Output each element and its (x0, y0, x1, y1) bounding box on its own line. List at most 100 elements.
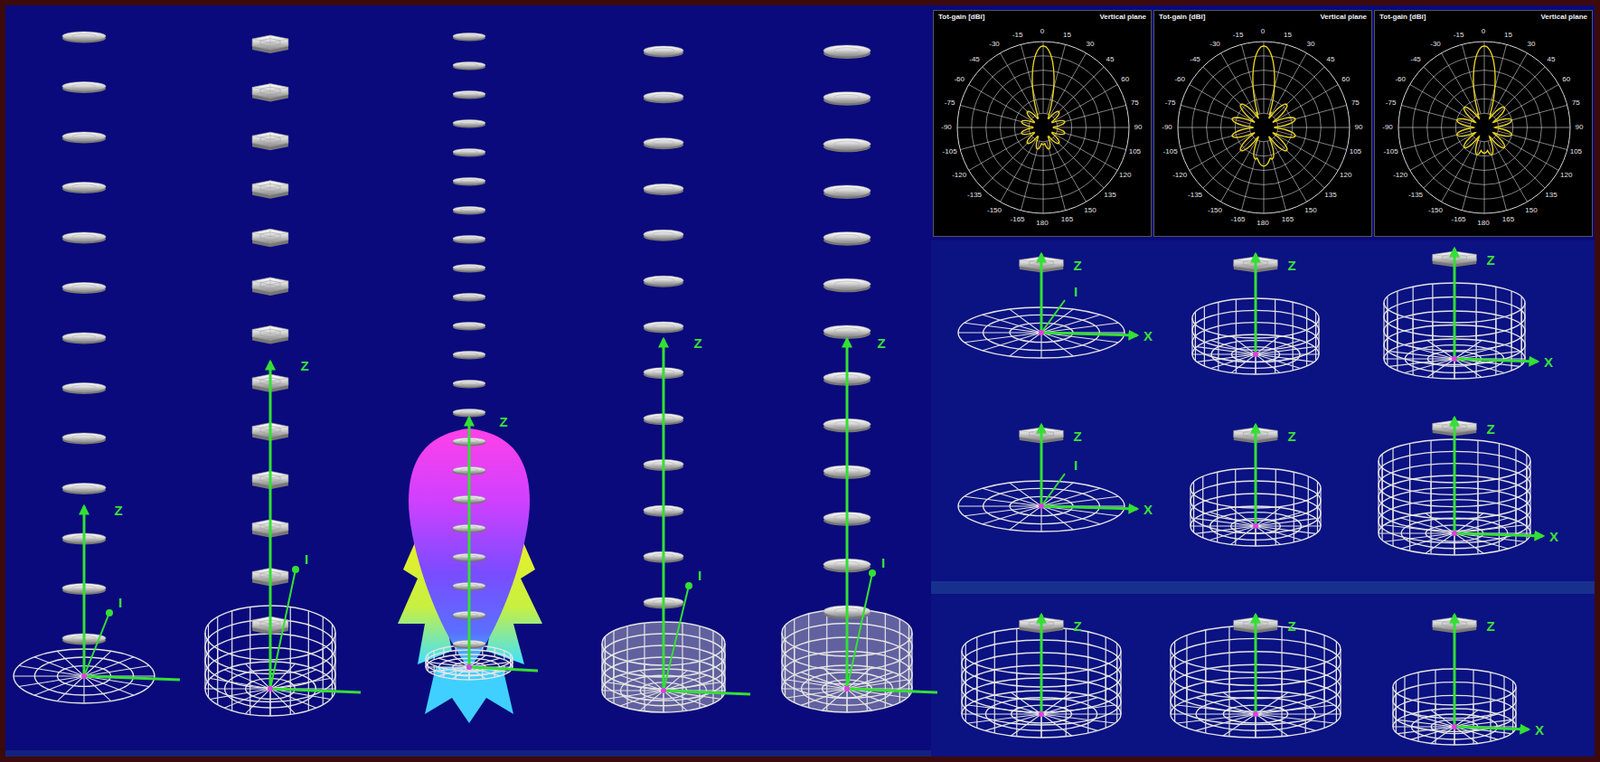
antenna-model-part (252, 235, 271, 240)
angle-label: 135 (1544, 189, 1557, 198)
polar-grid-line (1498, 127, 1571, 129)
angle-label: -75 (944, 97, 956, 106)
antenna-model-part (452, 655, 470, 668)
polar-plot-panel: Tot-gain [dBi]Vertical plane (1153, 9, 1373, 237)
antenna-model-part (308, 611, 310, 668)
angle-label: 120 (1560, 170, 1572, 179)
antenna-model-part (207, 624, 209, 681)
antenna-model-part (252, 277, 289, 292)
antenna-model-part (1040, 614, 1044, 715)
polar-grid-line (1484, 141, 1486, 214)
polar-grid-line (1278, 127, 1350, 129)
antenna-model-part (442, 648, 444, 658)
antenna-model-part (1255, 518, 1317, 527)
plot-title: Tot-gain [dBi] (1379, 12, 1426, 21)
antenna-model-part (62, 182, 106, 192)
antenna-model-part (1454, 714, 1498, 727)
antenna-model-part (1412, 286, 1414, 343)
antenna-model-part (1009, 309, 1042, 333)
antenna-model (1378, 417, 1544, 556)
polar-plot-panel: Tot-gain [dBi]Vertical plane (1374, 9, 1593, 237)
antenna-model-part (460, 294, 479, 299)
antenna-model-part (469, 658, 500, 668)
antenna-model-part (1217, 301, 1219, 339)
polar-grid-line (1221, 53, 1258, 116)
polar-grid-line (1189, 134, 1252, 171)
polar-grid-line (1000, 53, 1037, 116)
angle-label: -90 (1161, 122, 1173, 132)
antenna-model-part (1292, 334, 1294, 371)
antenna-model-part (620, 690, 664, 706)
angle-label: -30 (988, 39, 1000, 48)
antenna-model-part (452, 264, 486, 272)
antenna-model-part (62, 131, 106, 142)
antenna-model-part (252, 620, 271, 624)
angle-label: 45 (1547, 55, 1556, 64)
antenna-model (958, 424, 1138, 532)
antenna-model-part (252, 87, 271, 92)
antenna-model-part (224, 688, 271, 708)
angle-label: 165 (1281, 215, 1294, 224)
antenna-model-part (72, 234, 96, 240)
antenna-model-part (1417, 672, 1419, 713)
plot-plane: Vertical plane (1319, 12, 1367, 21)
antenna-model-part (331, 624, 333, 681)
antenna-model-part (1454, 257, 1477, 262)
antenna-model-part (1255, 433, 1278, 438)
antenna-model-part (652, 323, 675, 330)
antenna-model-part (1454, 423, 1477, 428)
angle-label: 90 (1134, 122, 1143, 132)
antenna-model-part (1529, 461, 1531, 534)
antenna-model-part (1411, 714, 1455, 727)
angle-label: 105 (1570, 147, 1582, 156)
angle-label: -45 (969, 55, 980, 64)
plot-plane: Vertical plane (1099, 12, 1147, 21)
feed-point (1252, 523, 1259, 529)
antenna-model-part (252, 84, 289, 99)
antenna-model-part (452, 235, 486, 243)
antenna-model-part (800, 672, 848, 689)
axis-label: Z (1486, 618, 1495, 634)
feed-point (660, 687, 667, 694)
angle-label: -90 (941, 122, 952, 132)
antenna-model-part (964, 332, 1042, 343)
antenna-model-part (1202, 476, 1204, 515)
antenna-model-part (1041, 506, 1073, 530)
axis-label: Z (1287, 428, 1296, 444)
antenna-model-part (62, 432, 106, 443)
antenna-model-part (34, 657, 85, 677)
antenna-model-part (1472, 669, 1474, 710)
antenna-model-part (1396, 291, 1398, 348)
antenna-model-part (712, 630, 714, 678)
antenna-model-part (252, 131, 289, 147)
angle-label: -135 (1408, 189, 1423, 198)
polar-grid-line (1241, 141, 1260, 210)
antenna-model-part (494, 648, 496, 658)
antenna-model-part (866, 610, 868, 667)
panel-header: Tot-gain [dBi]Vertical plane (1154, 10, 1372, 23)
antenna-model-part (460, 63, 479, 67)
antenna-model-part (1317, 481, 1318, 520)
antenna-model-part (784, 625, 786, 682)
antenna-model-part (604, 637, 606, 685)
antenna-model-part (427, 654, 429, 664)
antenna-model-part (433, 650, 435, 660)
antenna-model-part (601, 643, 603, 691)
angle-label: 30 (1307, 39, 1316, 48)
angle-label: 75 (1130, 97, 1139, 106)
angle-label: 135 (1324, 189, 1337, 198)
antenna-model-part (460, 381, 479, 386)
antenna-model-part (455, 646, 457, 656)
antenna-model-part (460, 150, 479, 154)
antenna-model-part (1195, 714, 1256, 731)
angle-label: 75 (1571, 97, 1581, 106)
antenna-model-part (1306, 306, 1308, 343)
antenna-model-part (1041, 488, 1101, 507)
antenna-model-part (427, 661, 429, 671)
axis-label: X (1143, 328, 1153, 344)
antenna-model-part (1315, 311, 1317, 349)
antenna-model-part (1293, 471, 1295, 510)
antenna-model-part (834, 281, 861, 288)
antenna-model-part (270, 430, 289, 434)
antenna-model-part (252, 91, 271, 95)
